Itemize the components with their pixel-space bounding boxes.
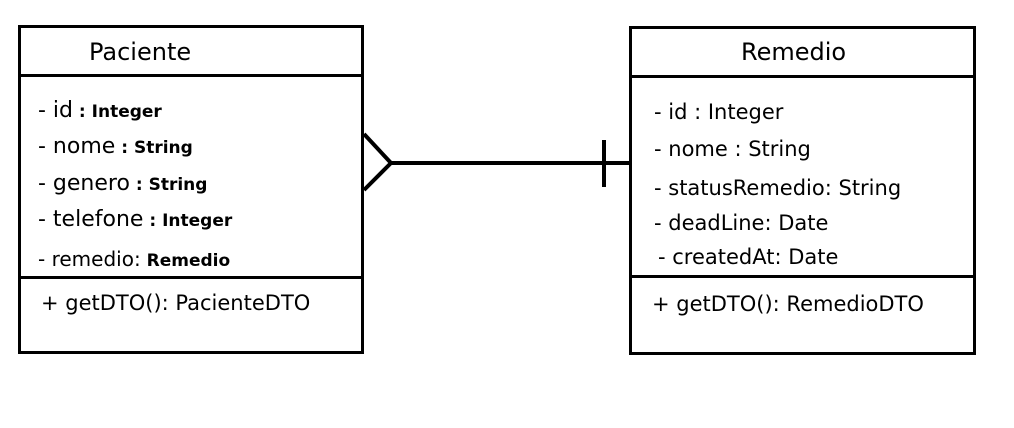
- attribute-type: Remedio: [140, 251, 231, 271]
- attribute-name: - telefone: [38, 207, 144, 232]
- attribute-type: : Integer: [73, 102, 162, 122]
- attribute-nome: - nome : String: [38, 134, 193, 161]
- attribute-dead-line: - deadLine: Date: [654, 211, 829, 235]
- attribute-id: - id : Integer: [654, 100, 784, 124]
- divider-name-attributes: [632, 75, 973, 78]
- attribute-status-remedio: - statusRemedio: String: [654, 176, 902, 200]
- attribute-type: : String: [129, 175, 208, 195]
- divider-attributes-methods: [632, 275, 973, 278]
- attribute-telefone: - telefone : Integer: [38, 207, 232, 234]
- class-remedio: Remedio - id : Integer - nome : String -…: [629, 26, 976, 355]
- method-get-dto: + getDTO(): RemedioDTO: [652, 292, 924, 316]
- attribute-name: - remedio:: [38, 247, 141, 271]
- class-paciente: Paciente - id : Integer - nome : String …: [18, 25, 364, 354]
- attribute-name: - id: [38, 98, 74, 123]
- divider-attributes-methods: [21, 276, 361, 279]
- attribute-type: : Integer: [143, 211, 233, 231]
- attribute-nome: - nome : String: [654, 137, 811, 161]
- attribute-remedio: - remedio: Remedio: [38, 246, 230, 274]
- attribute-type: : String: [115, 138, 193, 158]
- class-name-paciente: Paciente: [89, 38, 192, 66]
- attribute-created-at: - createdAt: Date: [658, 245, 839, 269]
- attribute-name: - genero: [38, 171, 130, 196]
- divider-name-attributes: [21, 74, 361, 77]
- attribute-id: - id : Integer: [38, 98, 162, 125]
- attribute-name: - nome: [38, 134, 116, 159]
- method-get-dto: + getDTO(): PacienteDTO: [41, 291, 311, 315]
- crow-foot-many-icon: [362, 132, 394, 192]
- attribute-genero: - genero : String: [38, 171, 207, 198]
- class-name-remedio: Remedio: [741, 38, 847, 66]
